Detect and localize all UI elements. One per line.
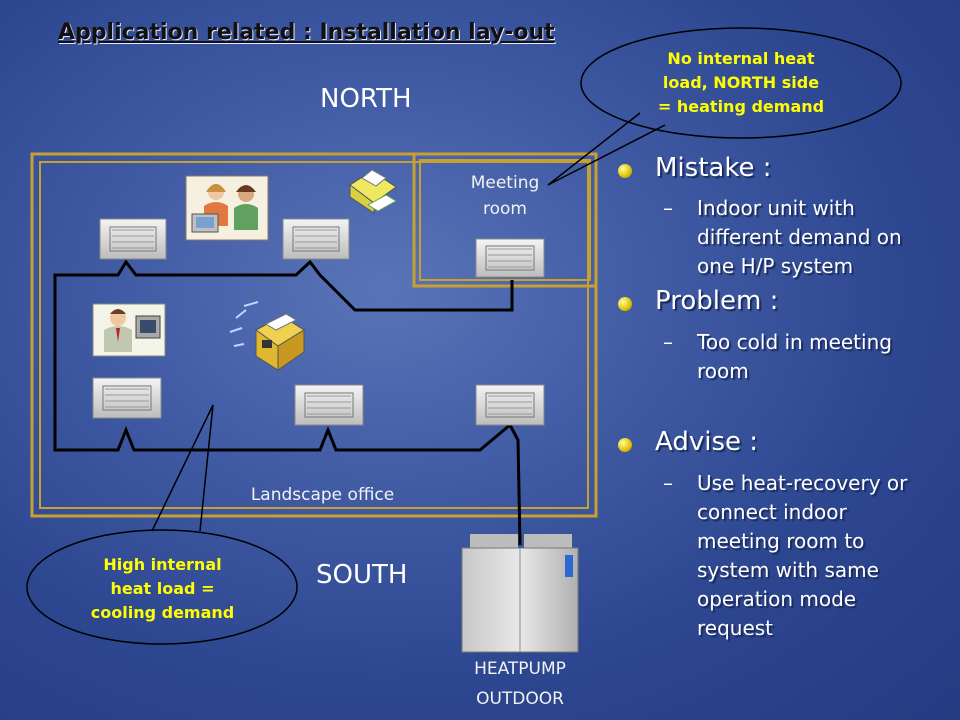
bullet-heading-mistake: Mistake : xyxy=(655,153,772,183)
bullet-heading-advise: Advise : xyxy=(655,427,759,457)
bullet-detail-advise: Use heat-recovery or connect indoor meet… xyxy=(697,469,907,643)
dash-icon: – xyxy=(663,330,673,354)
detail-line: system with same xyxy=(697,558,879,582)
detail-line: meeting room to xyxy=(697,529,865,553)
bubble-north-line3: = heating demand xyxy=(657,97,825,116)
dash-icon: – xyxy=(663,471,673,495)
indoor-unit-2 xyxy=(282,218,350,260)
detail-line: operation mode xyxy=(697,587,857,611)
man-at-computer-clipart xyxy=(92,303,166,357)
detail-line: connect indoor xyxy=(697,500,847,524)
indoor-unit-1 xyxy=(99,218,167,260)
south-label: SOUTH xyxy=(316,560,408,590)
bullet-dot-icon xyxy=(618,164,632,178)
bullet-dot-icon xyxy=(618,438,632,452)
heatpump-label-line1: HEATPUMP xyxy=(474,659,566,679)
meeting-room-label-line2: room xyxy=(483,199,527,219)
landscape-office-label: Landscape office xyxy=(250,485,395,505)
bubble-south-line1: High internal xyxy=(103,555,222,574)
printer-clipart xyxy=(349,169,397,214)
bullet-dot-icon xyxy=(618,297,632,311)
fax-machine-clipart xyxy=(229,301,305,371)
bubble-south-line2: heat load = xyxy=(110,579,215,598)
detail-line: request xyxy=(697,616,774,640)
detail-line: one H/P system xyxy=(697,254,854,278)
detail-line: Use heat-recovery or xyxy=(697,471,908,495)
meeting-room-label-line1: Meeting xyxy=(470,173,540,193)
detail-line: Indoor unit with xyxy=(697,196,855,220)
bullet-heading-problem: Problem : xyxy=(655,286,779,316)
indoor-unit-4 xyxy=(294,384,364,426)
meeting-room-frame xyxy=(412,152,598,288)
bubble-north-line1: No internal heat xyxy=(667,49,815,68)
heatpump-label: HEATPUMP OUTDOOR xyxy=(445,654,595,714)
bubble-south-line3: cooling demand xyxy=(90,603,235,622)
bubble-south xyxy=(26,404,298,645)
north-label: NORTH xyxy=(320,84,412,114)
dash-icon: – xyxy=(663,196,673,220)
bubble-north xyxy=(547,27,902,186)
bubble-south-text: High internal heat load = cooling demand xyxy=(55,553,270,625)
bubble-north-text: No internal heat load, NORTH side = heat… xyxy=(620,47,862,119)
indoor-unit-3 xyxy=(92,377,162,419)
indoor-unit-meeting xyxy=(475,238,545,278)
office-frame xyxy=(30,152,598,518)
detail-line: room xyxy=(697,359,749,383)
heatpump-outdoor-unit xyxy=(461,534,579,653)
detail-line: Too cold in meeting xyxy=(697,330,892,354)
slide-title: Application related : Installation lay-o… xyxy=(58,20,555,45)
office-workers-clipart xyxy=(185,175,269,241)
detail-line: different demand on xyxy=(697,225,902,249)
bullet-detail-mistake: Indoor unit with different demand on one… xyxy=(697,194,902,281)
meeting-room-label: Meeting room xyxy=(450,170,560,222)
refrigerant-piping xyxy=(53,259,522,546)
bubble-north-line2: load, NORTH side xyxy=(662,73,820,92)
bullet-detail-problem: Too cold in meeting room xyxy=(697,328,892,386)
indoor-unit-5 xyxy=(475,384,545,426)
heatpump-label-line2: OUTDOOR xyxy=(476,689,564,709)
